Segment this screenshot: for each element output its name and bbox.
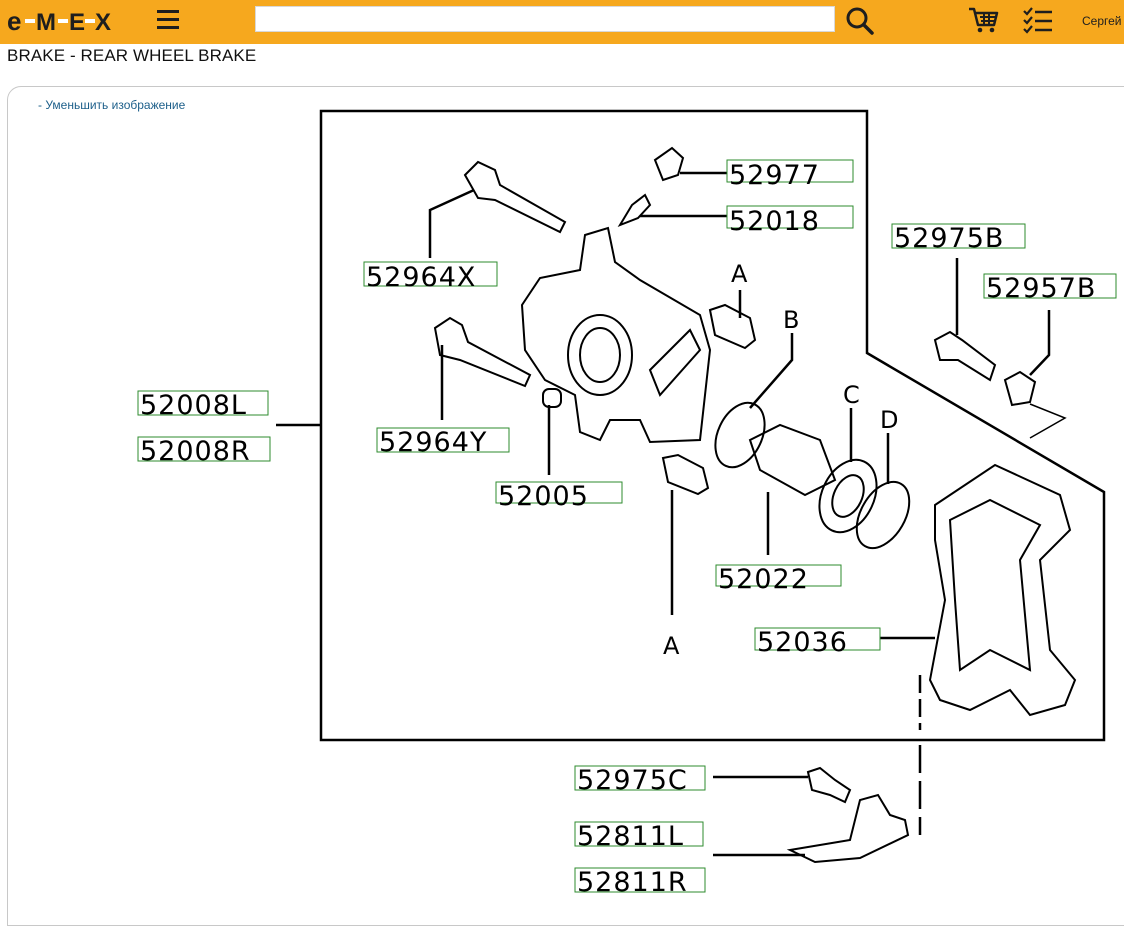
ref-letter-c: C [843,381,860,409]
emex-logo[interactable]: e M E X [7,5,115,37]
bleeder-cap-drawing [653,146,685,182]
label-52811R[interactable]: 52811R [574,867,706,898]
svg-text:52811R: 52811R [577,867,688,898]
search-input[interactable] [255,6,835,32]
svg-text:52975B: 52975B [894,223,1004,254]
svg-text:52811L: 52811L [577,821,684,852]
svg-text:X: X [95,9,111,36]
logo-mark: e M E X [7,6,112,36]
boot-ring-drawing [855,480,911,550]
label-52036[interactable]: 52036 [754,627,881,658]
guide-pin-x-drawing [463,160,567,234]
piston-boot-drawing [818,458,878,534]
dust-boot-upper-drawing [708,303,757,350]
caliper-bolt-drawing [933,330,997,382]
label-52957B[interactable]: 52957B [983,273,1117,304]
svg-text:52964Y: 52964Y [379,427,487,458]
svg-text:52964X: 52964X [366,262,476,293]
diagram-frame [319,109,1106,742]
label-52811L[interactable]: 52811L [574,821,704,852]
svg-text:52975C: 52975C [577,765,688,796]
svg-text:52005: 52005 [498,481,589,512]
label-52975C[interactable]: 52975C [574,765,706,796]
svg-text:52022: 52022 [718,564,809,595]
svg-text:52008L: 52008L [140,390,247,421]
label-52005[interactable]: 52005 [495,481,623,512]
label-52008R[interactable]: 52008R [137,436,271,467]
label-52018[interactable]: 52018 [726,205,854,237]
bracket-bolt-drawing [806,766,852,804]
label-52022[interactable]: 52022 [715,564,842,595]
menu-button[interactable] [157,9,179,31]
bushing-drawing [542,388,562,408]
label-52977[interactable]: 52977 [726,159,854,191]
svg-text:e: e [7,6,21,36]
svg-text:E: E [69,9,85,36]
guide-pin-y-drawing [433,316,532,388]
caliper-body-drawing [520,226,712,444]
search-button[interactable] [845,6,875,36]
search-icon [846,7,874,35]
svg-text:M: M [36,9,55,36]
caliper-bore-drawing [567,314,633,396]
cart-icon [969,7,999,33]
ref-letter-a-top: A [731,260,748,288]
svg-text:52008R: 52008R [140,436,251,467]
label-52975B[interactable]: 52975B [891,223,1026,254]
order-list-button[interactable] [1022,6,1054,34]
svg-text:52957B: 52957B [986,273,1096,304]
shrink-image-link[interactable]: - Уменьшить изображение [38,98,186,112]
svg-text:52036: 52036 [757,627,848,658]
svg-text:52977: 52977 [729,160,820,191]
page-title: BRAKE - REAR WHEEL BRAKE [7,46,257,65]
user-menu[interactable]: Сергей [1082,14,1122,28]
part-drawings [433,146,1077,864]
pad-clip-drawing [786,793,910,864]
top-bar: e M E X [0,0,1124,44]
label-52964X[interactable]: 52964X [363,261,498,293]
label-52964Y[interactable]: 52964Y [376,427,510,458]
cart-button[interactable] [967,6,999,34]
svg-text:52018: 52018 [729,206,820,237]
ref-letter-b: B [783,306,799,334]
checklist-icon [1023,7,1052,34]
leader-lines [428,171,1067,857]
dust-boot-lower-drawing [661,453,710,496]
parts-diagram: 52977 52018 52964X 52975B 52957B 52008L … [137,109,1117,898]
piston-drawing [748,423,837,497]
piston-seal-drawing [714,401,766,469]
ref-letter-d: D [880,406,898,434]
bleeder-screw-drawing [617,193,652,227]
nut-drawing [1003,370,1037,407]
label-52008L[interactable]: 52008L [137,390,269,421]
ref-letter-a-bottom: A [663,632,680,660]
support-bracket-drawing [928,463,1077,717]
